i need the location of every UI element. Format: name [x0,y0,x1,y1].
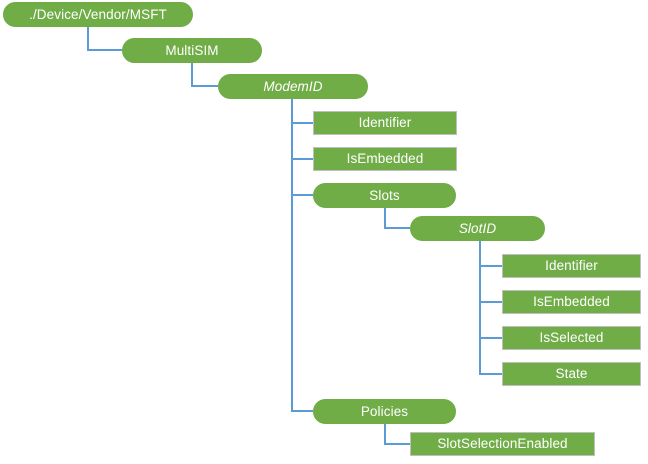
node-modemid[interactable]: ModemID [218,74,368,99]
node-label-modem-identifier: Identifier [358,115,412,131]
node-label-root: ./Device/Vendor/MSFT [29,6,167,22]
node-multisim[interactable]: MultiSIM [122,38,262,63]
node-slot-isembedded[interactable]: IsEmbedded [502,290,641,314]
node-label-slot-isselected: IsSelected [539,330,604,346]
connector-modemid-to-slots [291,99,313,196]
connector-policies-to-slotselectionenabled [384,424,410,445]
node-label-slot-isembedded: IsEmbedded [533,294,610,310]
node-label-multisim: MultiSIM [165,42,219,58]
node-label-slots: Slots [369,187,400,203]
node-label-modem-isembedded: IsEmbedded [346,151,424,167]
node-label-slot-state: State [555,366,588,382]
connector-slotid-to-identifier [479,241,502,267]
connector-slotid-to-isselected [479,241,502,339]
node-slot-identifier[interactable]: Identifier [502,254,641,278]
connector-multisim-to-modemid [191,63,218,87]
connector-modemid-to-identifier [291,99,313,124]
node-slots[interactable]: Slots [313,183,456,208]
node-label-slot-identifier: Identifier [545,258,598,274]
node-slot-state[interactable]: State [502,362,641,386]
connector-root-to-multisim [87,27,122,51]
node-label-slotid: SlotID [458,220,497,236]
node-policies[interactable]: Policies [313,399,456,424]
node-label-modemid: ModemID [263,78,323,94]
node-modem-isembedded[interactable]: IsEmbedded [313,147,457,171]
node-modem-identifier[interactable]: Identifier [313,111,457,135]
node-label-policies: Policies [360,403,409,419]
node-root[interactable]: ./Device/Vendor/MSFT [3,2,193,27]
node-slot-isselected[interactable]: IsSelected [502,326,641,350]
node-slotid[interactable]: SlotID [410,216,545,241]
connector-modemid-to-policies [291,99,313,412]
node-label-slotselectionenabled: SlotSelectionEnabled [437,436,568,452]
connector-slots-to-slotid [384,208,410,229]
node-slotselectionenabled[interactable]: SlotSelectionEnabled [410,432,595,456]
connector-slotid-to-state [479,241,502,375]
connector-slotid-to-isembedded [479,241,502,303]
connector-modemid-to-isembedded [291,99,313,160]
